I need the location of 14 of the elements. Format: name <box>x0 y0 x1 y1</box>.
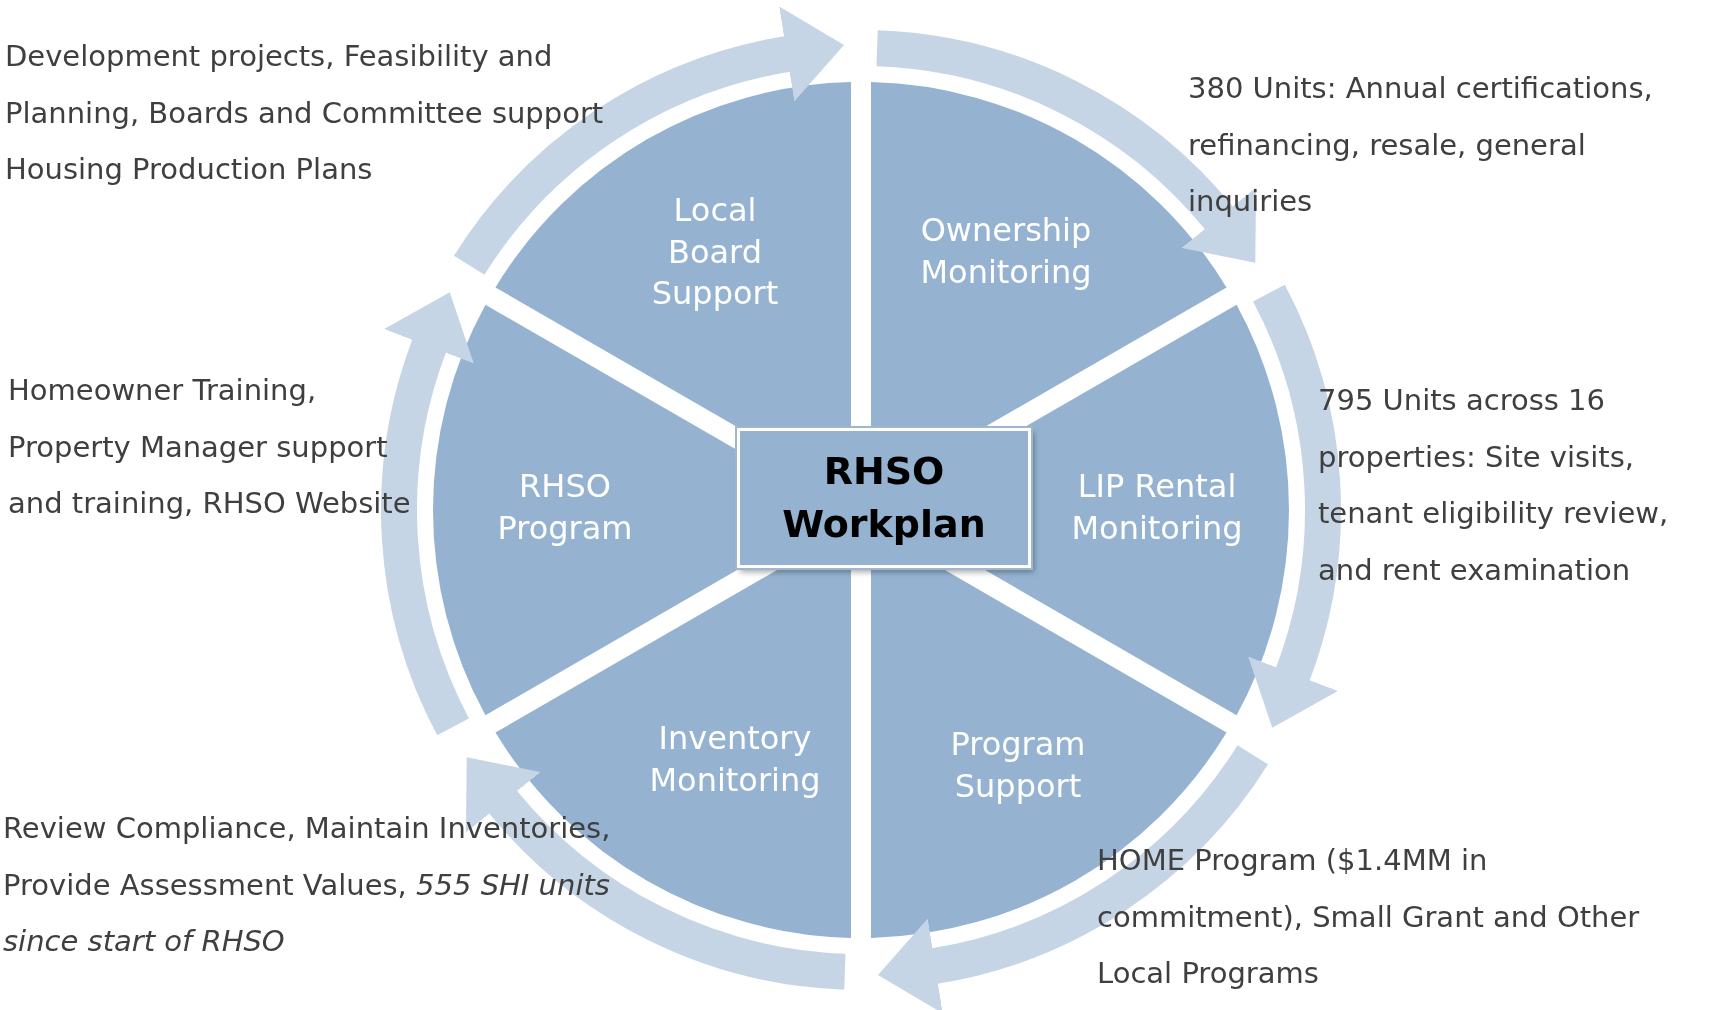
description-text: Homeowner Training, Property Manager support and training, RHSO Website <box>8 372 412 523</box>
sector-label: Ownership Monitoring <box>891 210 1121 294</box>
center-box <box>737 428 1031 568</box>
center-title: RHSO Workplan <box>781 447 987 548</box>
sector-label: Local Board Support <box>630 189 800 315</box>
sector-label: LIP Rental Monitoring <box>1047 466 1267 550</box>
description-text: HOME Program ($1.4MM in commitment), Small Grant and Other Local Programs <box>1097 842 1641 993</box>
sector-label: Program Support <box>908 724 1128 808</box>
description-text: 380 Units: Annual certifications, refinancing, resale, general inquiries <box>1188 70 1654 221</box>
description-text: Review Compliance, Maintain Inventories, Provide Assessment Values, 555 SHI units since start of RHSO <box>3 810 612 961</box>
description-text: 795 Units across 16 properties: Site visits, tenant eligibility review, and rent examination <box>1318 382 1670 589</box>
description-text: Development projects, Feasibility and Planning, Boards and Committee support Housing Production Plans <box>5 38 605 189</box>
sector-label: Inventory Monitoring <box>625 718 845 802</box>
sector-label: RHSO Program <box>465 466 665 550</box>
